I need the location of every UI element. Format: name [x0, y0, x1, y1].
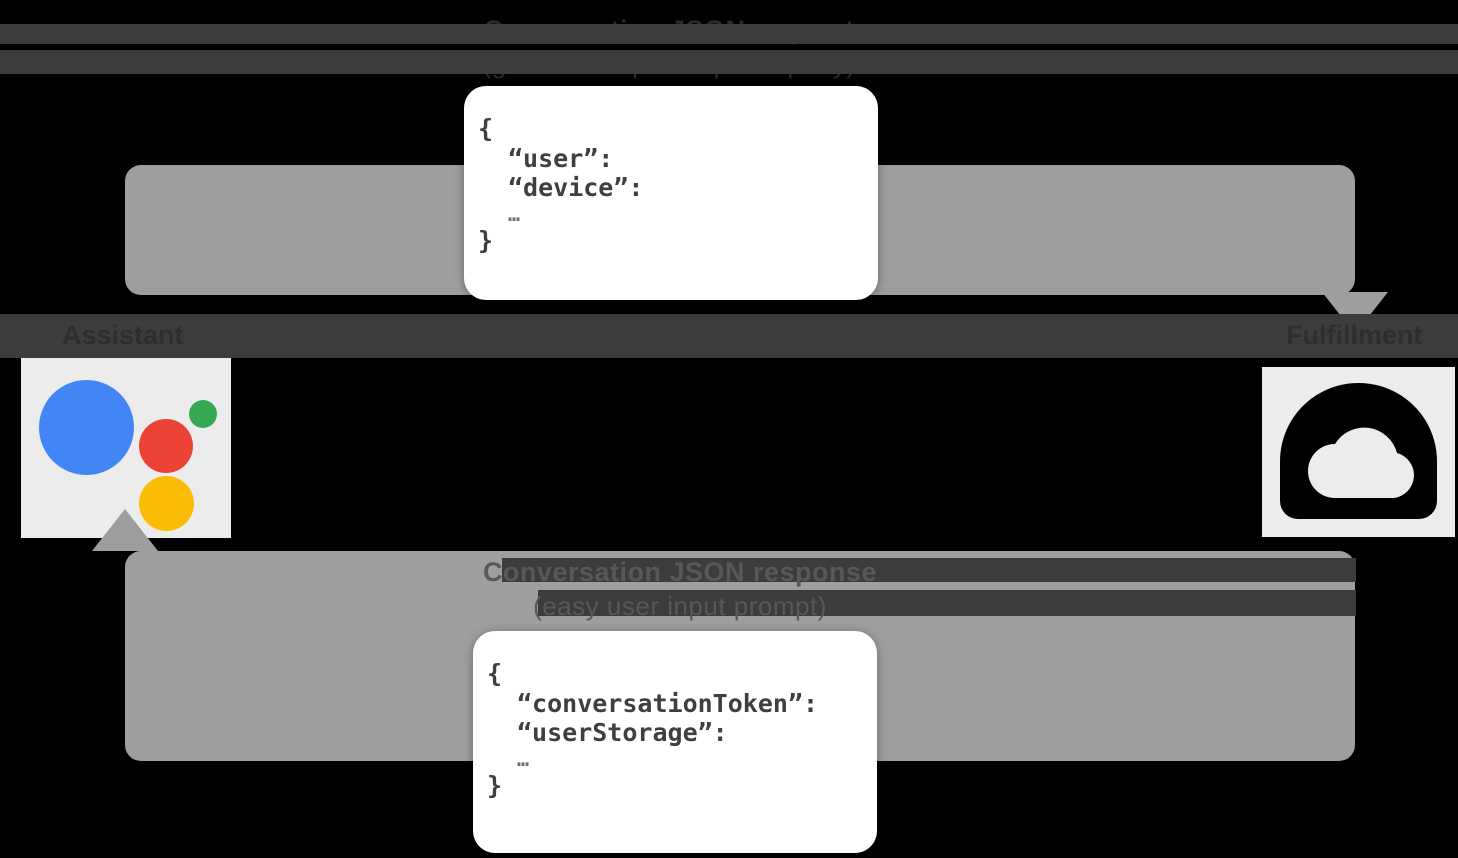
assistant-red-dot — [139, 419, 193, 473]
response-json-key-1: “userStorage”: — [517, 718, 728, 747]
assistant-blue-dot — [39, 380, 134, 475]
request-caption-strip-lower — [0, 50, 1458, 74]
fulfillment-label: Fulfillment — [1286, 320, 1423, 350]
response-flow-arrowhead — [92, 509, 158, 551]
response-json-key-0: “conversationToken”: — [517, 688, 819, 718]
response-caption-title: Conversation JSON response — [482, 557, 878, 587]
response-caption: Conversation JSON response (easy user in… — [340, 556, 1020, 622]
response-caption-strip-upper — [502, 558, 1356, 582]
request-json-open-brace: { — [478, 114, 494, 143]
response-caption-strip-lower — [538, 590, 1356, 616]
response-caption-subtitle: (easy user input prompt) — [533, 590, 827, 621]
request-json-key-0: “user”: — [508, 143, 614, 173]
response-json-card: { “conversationToken”: “userStorage”: … … — [473, 631, 877, 853]
request-caption-strip-upper — [0, 24, 1458, 44]
cloud-icon — [1272, 379, 1445, 527]
assistant-label: Assistant — [62, 320, 184, 350]
request-json-card: { “user”: “device”: … } — [464, 86, 878, 300]
fulfillment-tile[interactable] — [1262, 367, 1455, 537]
request-json-key-1: “device”: — [508, 173, 644, 202]
response-json-close-brace: } — [487, 771, 503, 801]
request-json-close-brace: } — [478, 226, 494, 256]
endpoint-label-strip — [0, 314, 1458, 358]
request-json-ellipsis: … — [508, 201, 522, 226]
assistant-green-dot — [189, 400, 217, 428]
response-json-ellipsis: … — [517, 746, 531, 771]
google-assistant-icon — [21, 358, 231, 538]
assistant-tile[interactable] — [21, 358, 231, 538]
response-json-open-brace: { — [487, 659, 503, 688]
